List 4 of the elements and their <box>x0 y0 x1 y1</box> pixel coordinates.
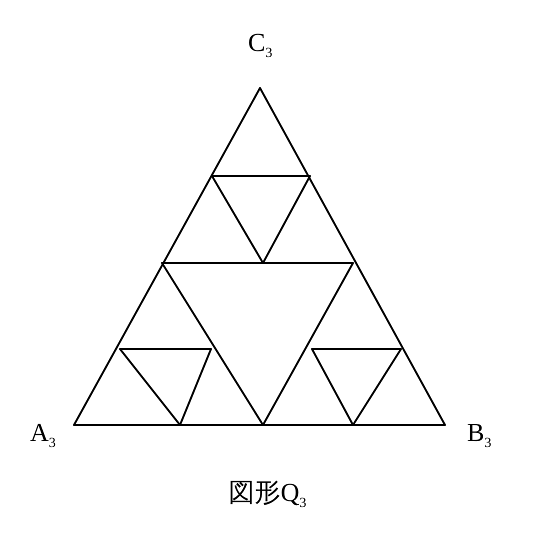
vertex-label: C$_{3}$ <box>248 30 272 61</box>
figure-caption: 図形Q$_{3}$ <box>228 480 306 511</box>
vertex-label: A$_{3}$ <box>30 420 56 451</box>
vertex-label: B$_{3}$ <box>467 420 492 451</box>
